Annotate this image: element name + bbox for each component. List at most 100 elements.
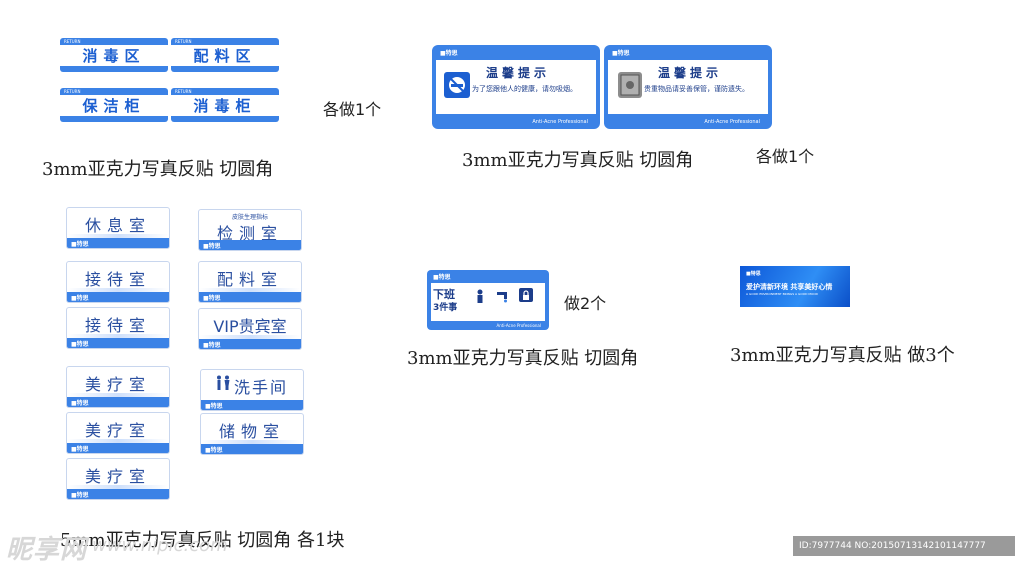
offwork-note: 做2个: [564, 294, 607, 313]
door-plate-storage-room: 储物室 ■特思: [200, 413, 304, 455]
plate-wave: [67, 334, 169, 338]
plate-name: 洗手间: [233, 378, 288, 397]
offwork-line2: 3件事: [433, 303, 458, 313]
plate-name: 美疗室: [84, 421, 151, 440]
warm-sign-brand: ■特思: [612, 50, 630, 57]
plate-brand: ■特思: [71, 446, 89, 453]
plate-bar: ■特思: [67, 338, 169, 348]
sign-mixing-area: RETURN 配料区: [171, 38, 279, 72]
faucet-icon: [495, 288, 509, 303]
restroom-icon: [215, 375, 231, 391]
plate-bar: ■特思: [67, 443, 169, 453]
plate-bar: ■特思: [199, 339, 301, 349]
banner-brand: ■特思: [746, 271, 761, 277]
plate-bar: ■特思: [201, 444, 303, 454]
warm-sign-valuables: ■特思 温馨提示 贵重物品请妥善保管，谨防遗失。 Anti-Acne Profe…: [604, 45, 772, 129]
banner-slogan-en: A GOOD ENVIRONMENT BRINGS A GOOD MOOD: [746, 292, 818, 296]
offwork-line1: 下班: [433, 288, 455, 301]
plate-name: 美疗室: [84, 467, 151, 486]
plate-name: 接待室: [84, 316, 151, 335]
warm-sign-face: 温馨提示 贵重物品请妥善保管，谨防遗失。: [608, 60, 768, 114]
top-signs-note: 各做1个: [323, 100, 382, 119]
plate-wave: [67, 485, 169, 489]
plate-name: VIP贵宾室: [213, 317, 287, 336]
door-plate-beauty-3: 美疗室 ■特思: [66, 458, 170, 500]
plate-name: 配料室: [216, 270, 283, 289]
top-signs-caption: 3mm亚克力写真反贴 切圆角: [42, 159, 274, 180]
safe-icon: [618, 72, 642, 98]
warm-sign-title: 温馨提示: [486, 66, 551, 80]
door-plate-reception-1: 接待室 ■特思: [66, 261, 170, 303]
warm-sign-no-smoking: ■特思 温馨提示 为了您跟他人的健康，请勿吸烟。 Anti-Acne Profe…: [432, 45, 600, 129]
banner-slogan: 爱护清新环境 共享美好心情: [746, 283, 833, 291]
plate-brand: ■特思: [205, 403, 223, 410]
no-smoking-icon: [444, 72, 470, 98]
plate-bar: ■特思: [199, 292, 301, 302]
door-plate-reception-2: 接待室 ■特思: [66, 307, 170, 349]
plate-bar: ■特思: [67, 238, 169, 248]
door-plate-restroom: 洗手间 ■特思: [200, 369, 304, 411]
watermark-url: www.nipic.com: [92, 535, 228, 556]
door-plate-vip-room: VIP贵宾室 ■特思: [198, 308, 302, 350]
lock-icon: [519, 288, 533, 302]
plate-bar: ■特思: [199, 240, 301, 250]
warm-sign-desc: 贵重物品请妥善保管，谨防遗失。: [644, 85, 749, 93]
sign-cleaning-cabinet: RETURN 保洁柜: [60, 88, 168, 122]
plate-brand: ■特思: [203, 243, 221, 250]
plate-brand: ■特思: [71, 295, 89, 302]
warm-signs-note: 各做1个: [756, 147, 815, 166]
warm-sign-title: 温馨提示: [658, 66, 723, 80]
plate-brand: ■特思: [71, 341, 89, 348]
sign-label: 保洁柜: [60, 95, 168, 116]
sign-tag: RETURN: [64, 39, 81, 44]
offwork-brand: ■特思: [433, 274, 451, 281]
plate-name: 检测室: [216, 224, 283, 243]
plate-bar: ■特思: [67, 292, 169, 302]
plate-wave: [199, 335, 301, 339]
plate-brand: ■特思: [203, 342, 221, 349]
sign-disinfect-area: RETURN 消毒区: [60, 38, 168, 72]
banner-caption: 3mm亚克力写真反贴 做3个: [730, 345, 955, 366]
plate-bar: ■特思: [201, 400, 303, 410]
plate-wave: [67, 393, 169, 397]
sign-label: 消毒区: [60, 45, 168, 66]
plate-brand: ■特思: [205, 447, 223, 454]
plate-wave: [199, 288, 301, 292]
door-plate-beauty-1: 美疗室 ■特思: [66, 366, 170, 408]
plate-wave: [201, 440, 303, 444]
sign-tag: RETURN: [175, 39, 192, 44]
plate-subtitle: 皮肤生理指标: [231, 214, 268, 221]
sign-label: 配料区: [171, 45, 279, 66]
plate-bar: ■特思: [67, 489, 169, 499]
plate-bar: ■特思: [67, 397, 169, 407]
plate-name: 美疗室: [84, 375, 151, 394]
sign-tag: RETURN: [175, 89, 192, 94]
plate-name: 休息室: [84, 216, 151, 235]
door-plate-rest-room: 休息室 ■特思: [66, 207, 170, 249]
sign-tag: RETURN: [64, 89, 81, 94]
plate-brand: ■特思: [71, 400, 89, 407]
warm-sign-face: 温馨提示 为了您跟他人的健康，请勿吸烟。: [436, 60, 596, 114]
plate-wave: [67, 288, 169, 292]
environment-banner: ■特思 爱护清新环境 共享美好心情 A GOOD ENVIRONMENT BRI…: [740, 266, 850, 307]
warm-signs-caption: 3mm亚克力写真反贴 切圆角: [462, 150, 694, 171]
warm-sign-footer: Anti-Acne Professional: [532, 119, 588, 125]
plate-wave: [67, 234, 169, 238]
offwork-caption: 3mm亚克力写真反贴 切圆角: [407, 348, 639, 369]
door-plate-test-room: 皮肤生理指标 检测室 ■特思: [198, 209, 302, 251]
watermark-logo: 昵享网: [6, 535, 88, 565]
plate-wave: [67, 439, 169, 443]
sign-disinfect-cabinet: RETURN 消毒柜: [171, 88, 279, 122]
plate-brand: ■特思: [203, 295, 221, 302]
plate-name: 接待室: [84, 270, 151, 289]
image-id-label: ID:7977744 NO:20150713142101147777: [793, 536, 1015, 556]
door-plate-mixing-room: 配料室 ■特思: [198, 261, 302, 303]
offwork-footer: Anti-Acne Professional: [496, 323, 541, 328]
warm-sign-footer: Anti-Acne Professional: [704, 119, 760, 125]
plate-name: 储物室: [218, 422, 285, 441]
offwork-sign: ■特思 下班 3件事 Anti-Acne Professional: [427, 270, 549, 330]
door-plates-caption: 5mm亚克力写真反贴 切圆角 各1块: [60, 530, 345, 551]
door-plate-beauty-2: 美疗室 ■特思: [66, 412, 170, 454]
sign-label: 消毒柜: [171, 95, 279, 116]
plate-brand: ■特思: [71, 241, 89, 248]
